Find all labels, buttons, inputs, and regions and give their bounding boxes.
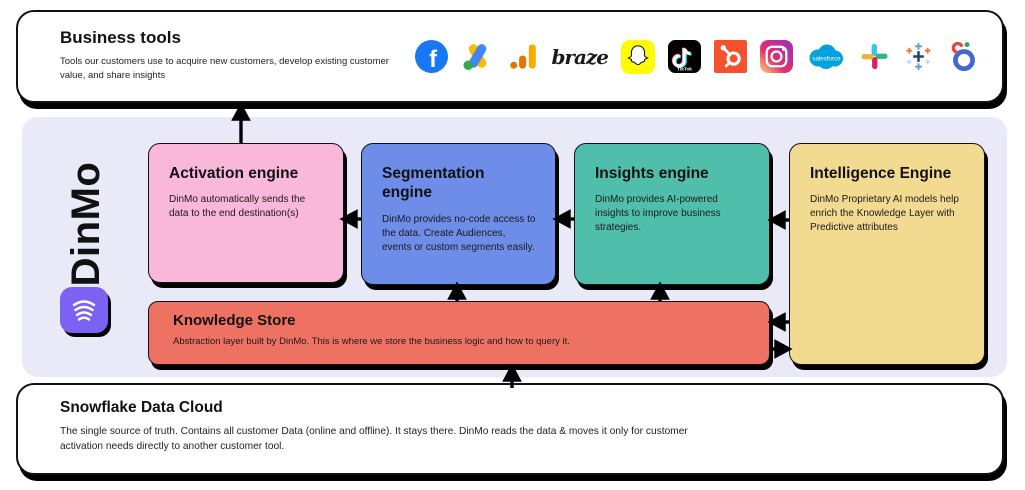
dinmo-app-icon — [60, 287, 108, 333]
dinmo-label: DinMo — [63, 161, 108, 287]
svg-text:TikTok: TikTok — [677, 66, 692, 72]
business-tools-panel: Business tools Tools our customers use t… — [16, 10, 1004, 103]
instagram-icon — [760, 40, 793, 74]
svg-text:f: f — [430, 47, 438, 73]
insights-engine-title: Insights engine — [595, 165, 709, 182]
intelligence-engine-title: Intelligence Engine — [810, 165, 952, 182]
facebook-icon: f — [415, 40, 449, 74]
business-tools-title: Business tools — [60, 28, 181, 47]
business-tools-subtitle: Tools our customers use to acquire new c… — [60, 56, 389, 81]
segmentation-engine-title: Segmentation engine — [382, 165, 485, 202]
activation-engine-card: Activation engine DinMo automatically se… — [148, 143, 344, 283]
svg-text:salesforce: salesforce — [812, 55, 841, 62]
intelligence-engine-description: DinMo Proprietary AI models help enrich … — [810, 194, 959, 234]
knowledge-store-card: Knowledge Store Abstraction layer built … — [148, 301, 770, 365]
google-analytics-icon — [507, 40, 538, 74]
segmentation-engine-card: Segmentation engine DinMo provides no-co… — [361, 143, 556, 285]
braze-icon: braze — [551, 44, 609, 69]
snowflake-panel: Snowflake Data Cloud The single source o… — [16, 383, 1004, 475]
tool-logo-row: f braze — [415, 39, 980, 74]
activation-engine-description: DinMo automatically sends the data to th… — [169, 194, 306, 220]
snapchat-icon — [621, 39, 655, 74]
salesforce-icon: salesforce — [806, 40, 846, 74]
knowledge-store-description: Abstraction layer built by DinMo. This i… — [173, 336, 570, 347]
google-ads-icon — [461, 40, 494, 74]
activation-engine-title: Activation engine — [169, 165, 299, 182]
snowflake-title: Snowflake Data Cloud — [60, 399, 223, 416]
snowflake-subtitle: The single source of truth. Contains all… — [60, 426, 688, 452]
tableau-icon — [903, 40, 934, 74]
insights-engine-description: DinMo provides AI-powered insights to im… — [595, 194, 721, 234]
intelligence-engine-card: Intelligence Engine DinMo Proprietary AI… — [789, 143, 985, 365]
segmentation-engine-description: DinMo provides no-code access to the dat… — [382, 213, 536, 253]
insights-engine-card: Insights engine DinMo provides AI-powere… — [574, 143, 770, 285]
looker-icon — [947, 40, 980, 74]
knowledge-store-title: Knowledge Store — [173, 312, 296, 329]
hubspot-icon — [714, 40, 747, 74]
slack-icon — [859, 40, 890, 74]
tiktok-icon: TikTok — [668, 40, 701, 74]
